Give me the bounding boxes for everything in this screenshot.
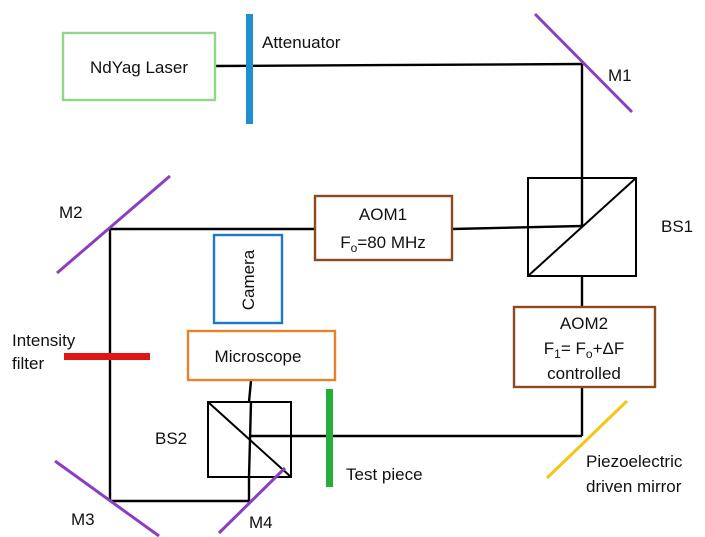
intensity-filter-label-line1: Intensity — [12, 331, 76, 350]
beamsplitter-bs1: BS1 — [527, 177, 693, 277]
attenuator-label: Attenuator — [262, 33, 341, 52]
bs2-cube — [207, 401, 292, 478]
mirror-m3: M3 — [54, 459, 160, 537]
microscope: Microscope — [186, 329, 337, 382]
attenuator-plate — [246, 14, 253, 124]
aom2-mode: controlled — [547, 364, 621, 383]
mirror-m1: M1 — [533, 12, 634, 114]
aom1: AOM1 Fo=80 MHz — [313, 194, 454, 262]
intensity-filter-plate — [64, 353, 150, 360]
mirror-m4: M4 — [217, 466, 287, 535]
mirror-m2: M2 — [56, 174, 171, 275]
test-piece-plate — [326, 389, 333, 487]
m2-mirror — [56, 174, 171, 275]
m4-mirror — [217, 466, 287, 535]
aom2-title: AOM2 — [560, 314, 608, 333]
microscope-label: Microscope — [215, 347, 302, 366]
piezo-mirror-element — [545, 399, 629, 480]
beam-laser-to-m1 — [214, 62, 583, 68]
m1-label: M1 — [608, 66, 632, 85]
m1-mirror — [533, 12, 634, 114]
aom1-title: AOM1 — [359, 205, 407, 224]
piezo-label-line1: Piezoelectric — [586, 452, 683, 471]
microscope-box — [186, 329, 337, 382]
laser-box — [61, 31, 217, 102]
piezo-label-line2: driven mirror — [586, 477, 682, 496]
intensity-filter: Intensity filter — [12, 331, 150, 373]
beamsplitter-bs2: BS2 — [155, 401, 292, 478]
bs2-label: BS2 — [155, 429, 187, 448]
intensity-filter-label-line2: filter — [12, 354, 44, 373]
beam-bs1-to-aom1 — [451, 224, 583, 231]
camera: Camera — [212, 233, 284, 325]
laser: NdYag Laser — [61, 31, 217, 102]
piezo-mirror: Piezoelectric driven mirror — [545, 399, 683, 496]
aom2: AOM2 F1= Fo+ΔF controlled — [512, 305, 657, 389]
camera-box — [212, 233, 284, 325]
aom2-frequency: F1= Fo+ΔF — [544, 339, 624, 361]
bs2-diagonal — [207, 401, 292, 478]
aom2-box — [512, 305, 657, 389]
test-piece-label: Test piece — [346, 465, 423, 484]
laser-label: NdYag Laser — [90, 58, 188, 77]
attenuator: Attenuator — [246, 14, 341, 124]
camera-label: Camera — [239, 249, 258, 310]
m3-label: M3 — [71, 510, 95, 529]
m3-mirror — [54, 459, 160, 537]
aom1-box — [313, 194, 454, 262]
aom1-frequency: Fo=80 MHz — [340, 233, 426, 255]
test-piece: Test piece — [326, 389, 423, 487]
bs1-cube — [527, 177, 637, 277]
m2-label: M2 — [59, 203, 83, 222]
beam-paths — [108, 62, 584, 503]
m4-label: M4 — [249, 513, 273, 532]
bs1-diagonal — [527, 177, 637, 277]
bs1-label: BS1 — [661, 217, 693, 236]
